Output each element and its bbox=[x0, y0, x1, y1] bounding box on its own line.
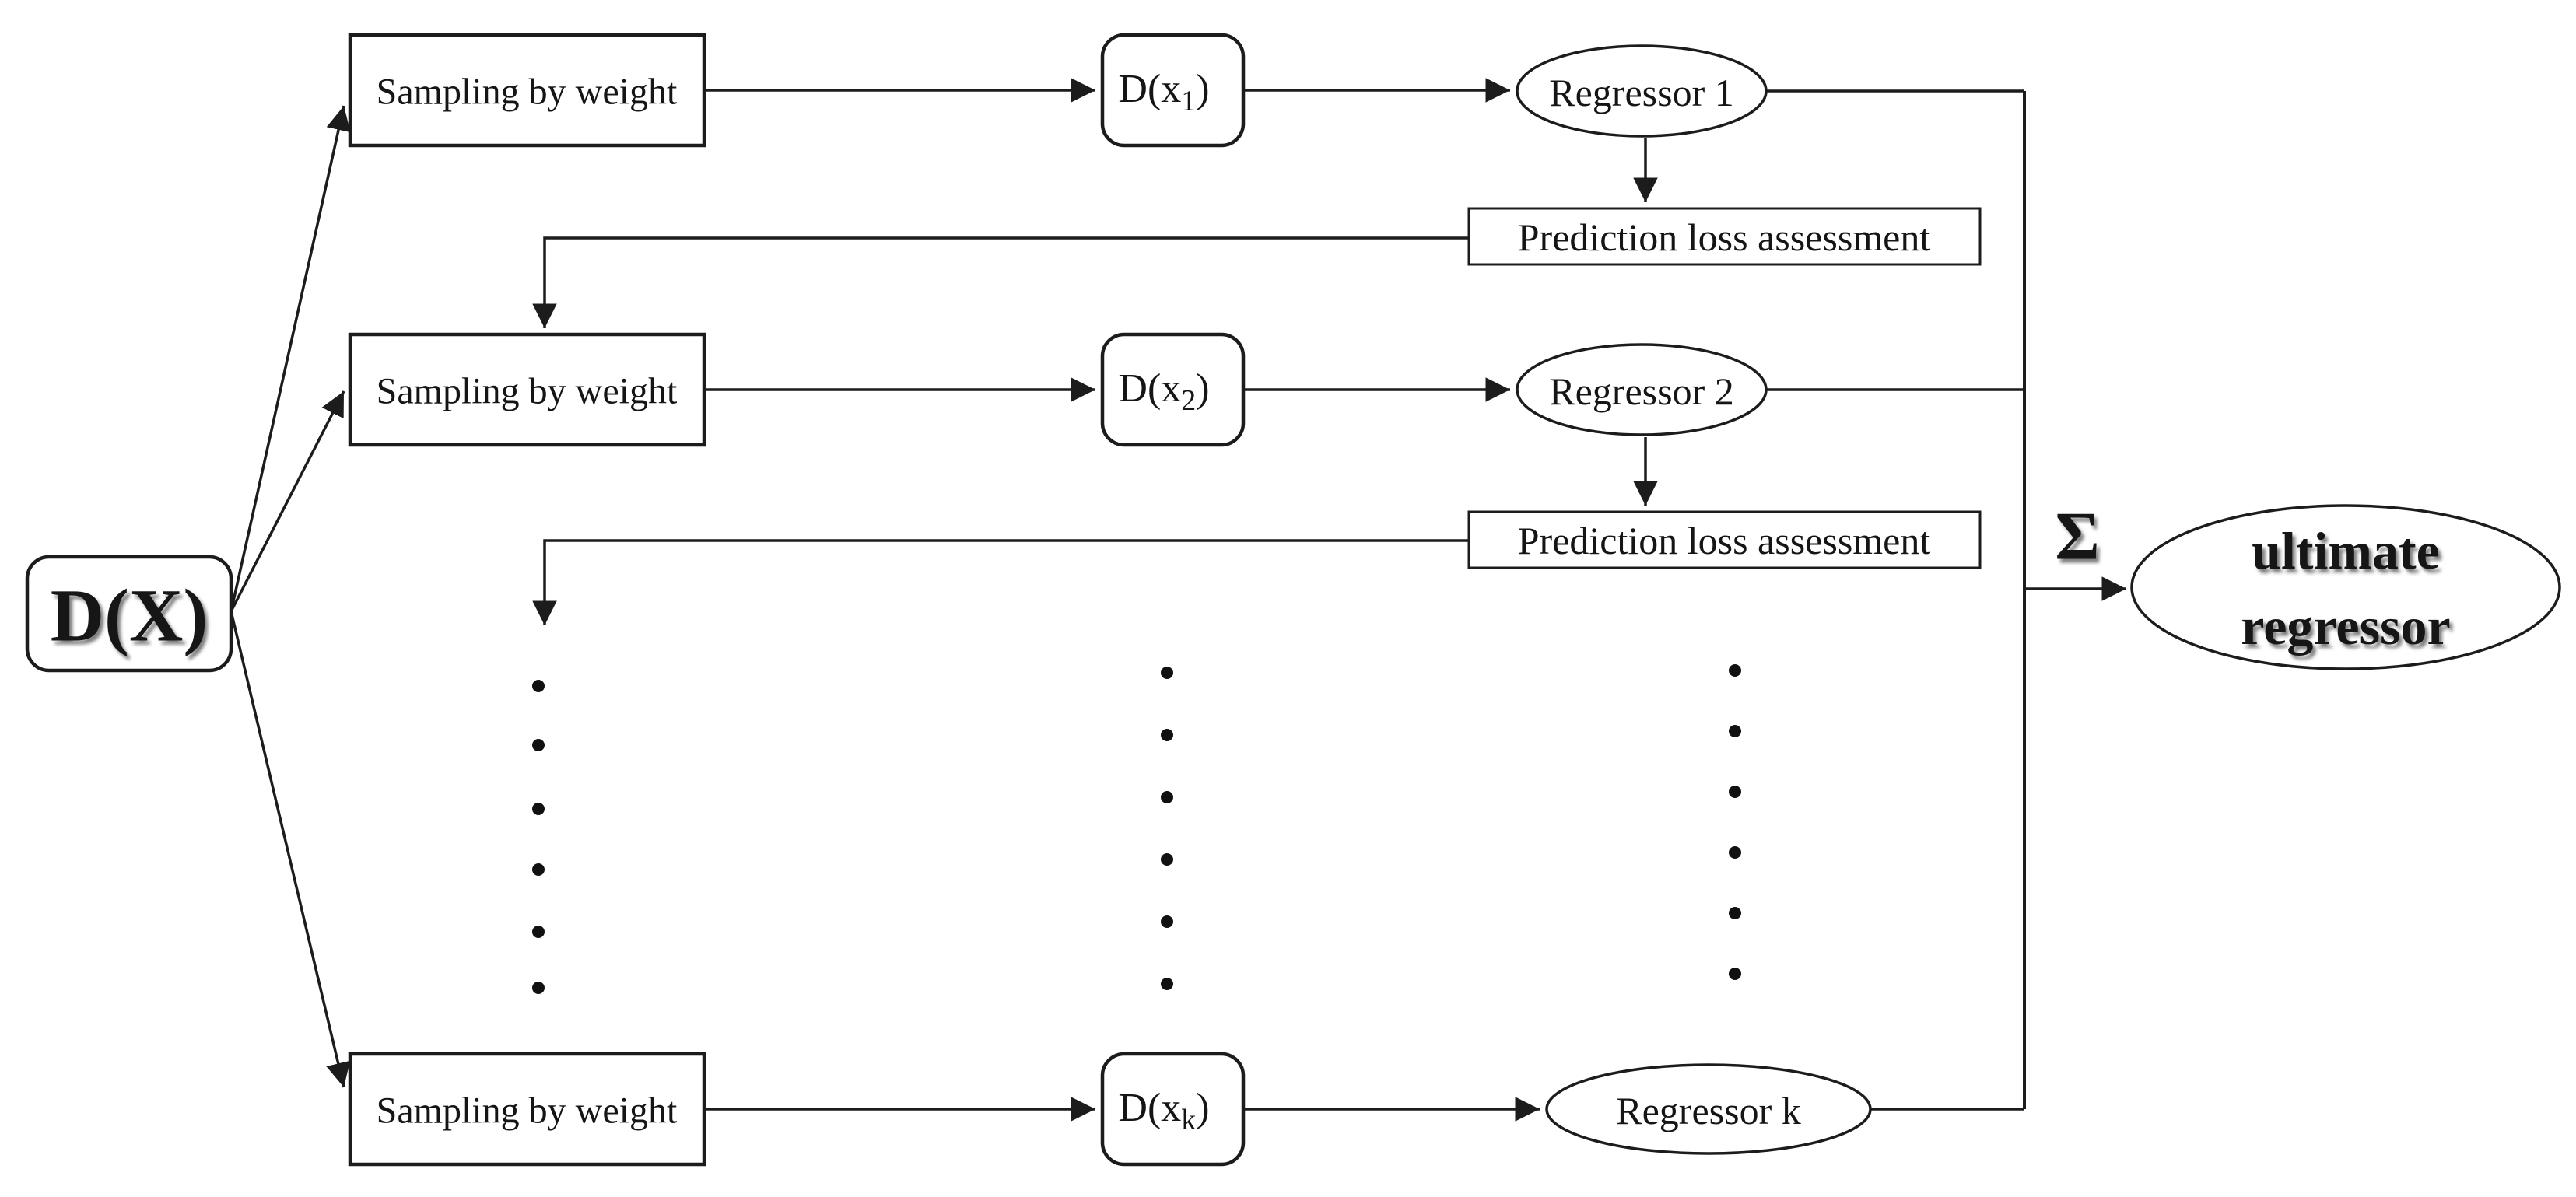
ultimate-regressor-label-line2: regressor bbox=[2241, 597, 2450, 656]
sampling-box-1-label: Sampling by weight bbox=[377, 72, 678, 113]
dataset-box-2-label: D(x2) bbox=[1118, 366, 1209, 418]
dataset-box-k-label: D(xk) bbox=[1118, 1086, 1209, 1137]
dataset-box-k: D(xk) bbox=[1100, 1052, 1246, 1167]
prediction-loss-box-1: Prediction loss assessment bbox=[1467, 207, 1982, 266]
prediction-loss-box-2: Prediction loss assessment bbox=[1467, 510, 1982, 569]
regressor-ellipse-2: Regressor 2 bbox=[1516, 343, 1768, 436]
arrow-loss1-to-sampling2 bbox=[532, 236, 1469, 328]
arrow-input-to-sampling-k bbox=[230, 611, 351, 1088]
regressor-k-shape bbox=[1545, 1063, 1872, 1155]
sampling-box-1: Sampling by weight bbox=[348, 33, 706, 148]
prediction-loss-box-1-shape bbox=[1467, 207, 1982, 266]
sampling-box-k: Sampling by weight bbox=[348, 1052, 706, 1167]
dataset-box-k-shape bbox=[1100, 1052, 1246, 1167]
dataset-box-1: D(x1) bbox=[1100, 33, 1246, 148]
sampling-box-1-shape bbox=[348, 33, 706, 148]
ultimate-regressor-ellipse: ultimate regressor bbox=[2130, 504, 2561, 670]
edges bbox=[230, 78, 2126, 1122]
arrow-input-to-sampling-1 bbox=[230, 105, 351, 612]
regressor-2-shape bbox=[1516, 343, 1768, 436]
sampling-box-2-label: Sampling by weight bbox=[377, 371, 678, 412]
dataset-box-2: D(x2) bbox=[1100, 332, 1246, 447]
sampling-box-k-label: Sampling by weight bbox=[377, 1090, 678, 1132]
arrow-input-to-sampling-2 bbox=[230, 390, 345, 612]
sampling-box-k-shape bbox=[348, 1052, 706, 1167]
input-dataset-label: D(X) bbox=[51, 574, 209, 657]
dataset-box-1-label: D(x1) bbox=[1118, 67, 1209, 118]
dataset-box-1-shape bbox=[1100, 33, 1246, 148]
prediction-loss-box-2-label: Prediction loss assessment bbox=[1518, 519, 1931, 562]
regressor-1-label: Regressor 1 bbox=[1549, 71, 1733, 114]
regressor-ellipse-1: Regressor 1 bbox=[1516, 44, 1768, 138]
sampling-box-2-shape bbox=[348, 332, 706, 447]
ellipsis-dots-regressor-column bbox=[1729, 664, 1741, 980]
regressor-2-label: Regressor 2 bbox=[1549, 369, 1733, 413]
regressor-1-shape bbox=[1516, 44, 1768, 138]
sampling-box-2: Sampling by weight bbox=[348, 332, 706, 447]
input-dataset-node: D(X) bbox=[25, 555, 233, 673]
input-dataset-shape bbox=[25, 555, 233, 673]
ultimate-regressor-shape bbox=[2130, 504, 2561, 670]
dataset-box-2-shape bbox=[1100, 332, 1246, 447]
sum-symbol: Σ bbox=[2055, 499, 2100, 575]
regressor-k-label: Regressor k bbox=[1616, 1089, 1800, 1132]
ultimate-regressor-label-line1: ultimate bbox=[2252, 521, 2440, 580]
regressor-ellipse-k: Regressor k bbox=[1545, 1063, 1872, 1155]
prediction-loss-box-2-shape bbox=[1467, 510, 1982, 569]
prediction-loss-box-1-label: Prediction loss assessment bbox=[1518, 215, 1931, 259]
ellipsis-dots-sampling-column bbox=[532, 680, 545, 994]
arrow-loss2-to-next-iteration bbox=[532, 539, 1469, 625]
ellipsis-dots-dataset-column bbox=[1161, 667, 1173, 990]
